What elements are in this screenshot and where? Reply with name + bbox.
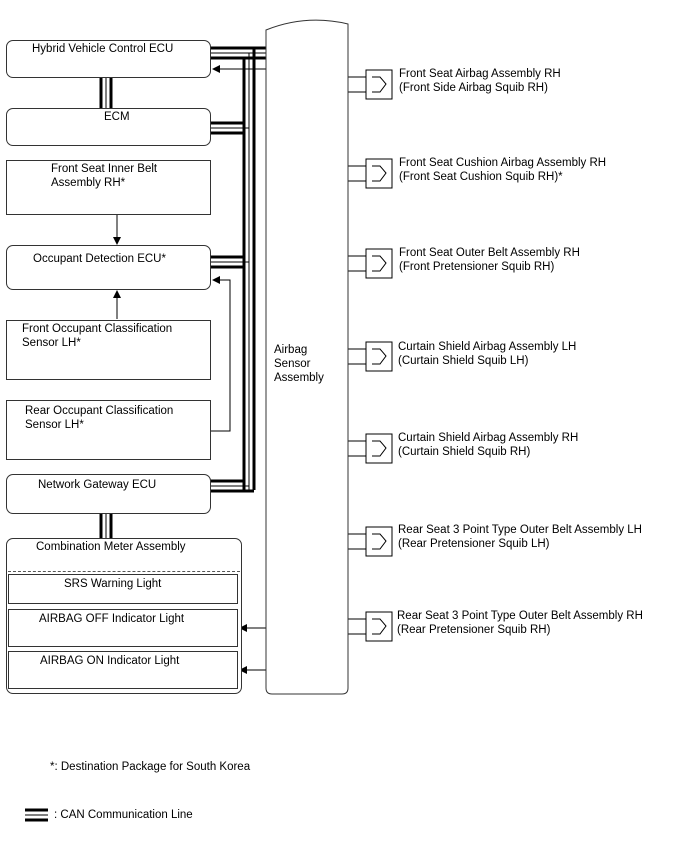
front-seat-inner-belt-box <box>6 160 211 215</box>
rear-occupant-sensor-label-2: Sensor LH* <box>25 419 84 431</box>
front-occupant-sensor-label-1: Front Occupant Classification <box>22 323 173 335</box>
squib-label-4a: Curtain Shield Airbag Assembly LH <box>398 341 577 353</box>
can-line-icon <box>25 808 48 822</box>
ecm-box <box>6 108 211 146</box>
squib-label-3a: Front Seat Outer Belt Assembly RH <box>399 247 580 259</box>
squib-connector-icons <box>365 69 393 642</box>
meter-divider <box>8 571 240 572</box>
network-gateway-ecu <box>6 474 211 514</box>
network-gateway-ecu-label: Network Gateway ECU <box>38 479 157 491</box>
rear-occupant-sensor-box <box>6 400 211 460</box>
rear-occupant-sensor-label-1: Rear Occupant Classification <box>25 405 174 417</box>
signal-lines <box>113 65 266 674</box>
squib-connector-icon <box>365 341 393 372</box>
squib-connector-icon <box>365 526 393 557</box>
squib-label-2b: (Front Seat Cushion Squib RH)* <box>399 171 563 183</box>
squib-connector-icon <box>365 611 393 642</box>
occupant-detection-ecu-label: Occupant Detection ECU* <box>33 253 166 265</box>
squib-label-1b: (Front Side Airbag Squib RH) <box>399 82 548 94</box>
airbag-off-indicator-box <box>8 609 238 647</box>
hybrid-vehicle-control-ecu-label: Hybrid Vehicle Control ECU <box>32 43 174 55</box>
squib-label-7b: (Rear Pretensioner Squib RH) <box>397 624 551 636</box>
front-occupant-sensor-box <box>6 320 211 380</box>
squib-label-5a: Curtain Shield Airbag Assembly RH <box>398 432 579 444</box>
front-occupant-sensor-label-2: Sensor LH* <box>22 337 81 349</box>
squib-label-3b: (Front Pretensioner Squib RH) <box>399 261 555 273</box>
front-seat-inner-belt-label-2: Assembly RH* <box>51 177 126 189</box>
srs-warning-light-label: SRS Warning Light <box>64 578 162 590</box>
airbag-sensor-label-1: Airbag <box>274 344 308 356</box>
squib-connector-icon <box>365 69 393 100</box>
squib-label-6b: (Rear Pretensioner Squib LH) <box>398 538 550 550</box>
airbag-on-indicator-box <box>8 651 238 689</box>
squib-label-2a: Front Seat Cushion Airbag Assembly RH <box>399 157 607 169</box>
squib-label-6a: Rear Seat 3 Point Type Outer Belt Assemb… <box>398 524 642 536</box>
ecm-label: ECM <box>104 111 130 123</box>
combination-meter-label: Combination Meter Assembly <box>36 541 186 553</box>
front-seat-inner-belt-label-1: Front Seat Inner Belt <box>51 163 158 175</box>
squib-connector-icon <box>365 158 393 189</box>
squib-label-4b: (Curtain Shield Squib LH) <box>398 355 529 367</box>
srs-warning-light-box <box>8 574 238 604</box>
airbag-sensor-shape <box>265 19 349 695</box>
squib-connector-icon <box>365 433 393 464</box>
squib-label-5b: (Curtain Shield Squib RH) <box>398 446 531 458</box>
can-bus-lines <box>99 46 266 538</box>
airbag-sensor-label-2: Sensor <box>274 358 311 370</box>
squib-connector-icon <box>365 248 393 279</box>
squib-lines <box>348 76 366 635</box>
airbag-off-indicator-label: AIRBAG OFF Indicator Light <box>39 613 185 625</box>
airbag-on-indicator-label: AIRBAG ON Indicator Light <box>40 655 180 667</box>
hybrid-vehicle-control-ecu <box>6 40 211 78</box>
destination-note: *: Destination Package for South Korea <box>50 761 251 773</box>
can-legend-label: : CAN Communication Line <box>54 809 193 821</box>
squib-label-1a: Front Seat Airbag Assembly RH <box>399 68 561 80</box>
occupant-detection-ecu <box>6 245 211 290</box>
airbag-sensor-label-3: Assembly <box>274 372 324 384</box>
squib-label-7a: Rear Seat 3 Point Type Outer Belt Assemb… <box>397 610 643 622</box>
